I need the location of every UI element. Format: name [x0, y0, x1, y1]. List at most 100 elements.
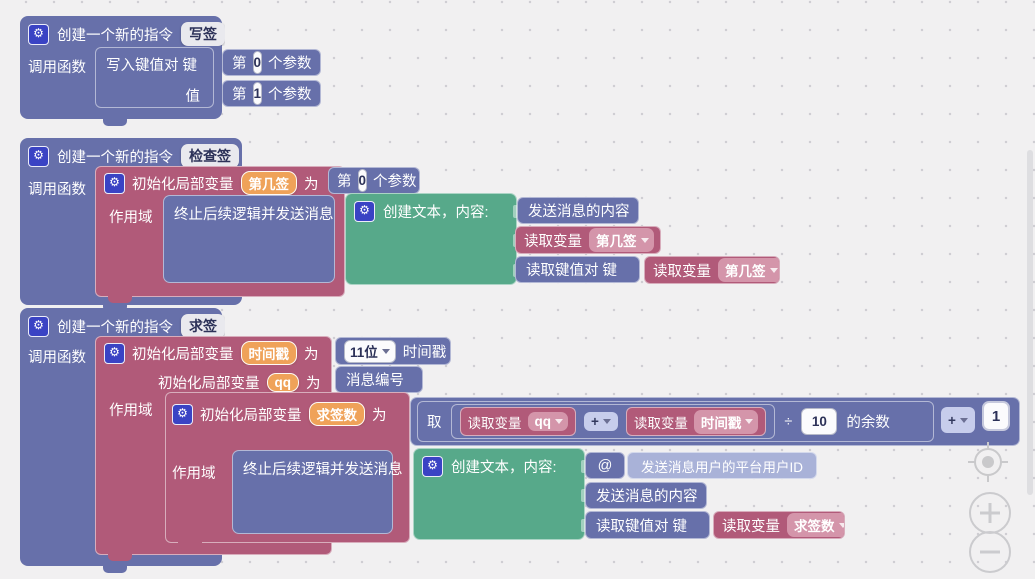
write-kv-key-label: 写入键值对 键 — [106, 58, 198, 74]
block-read-variable[interactable]: 读取变量 qq — [459, 407, 576, 436]
init-var-row-timestamp: ⚙ 初始化局部变量 时间戳 为 — [104, 341, 319, 365]
variable-name-field[interactable]: 求签数 — [308, 402, 365, 426]
chevron-down-icon — [745, 419, 754, 424]
init-local-var-label: 初始化局部变量 — [200, 407, 302, 424]
zoom-reset-button[interactable] — [968, 442, 1008, 482]
block-header: ⚙ 创建一个新的指令 求签 — [28, 314, 225, 338]
zoom-in-button[interactable] — [969, 492, 1011, 534]
gear-icon[interactable]: ⚙ — [104, 342, 125, 364]
create-command-label: 创建一个新的指令 — [57, 27, 173, 44]
gear-icon[interactable]: ⚙ — [354, 201, 375, 222]
message-id-label: 消息编号 — [346, 373, 404, 389]
target-icon — [982, 456, 994, 468]
block-terminate-and-send[interactable]: 终止后续逻辑并发送消息 — [163, 195, 335, 283]
init-var-row-qq: 初始化局部变量 qq 为 — [158, 372, 321, 393]
variable-dropdown[interactable]: 时间戳 — [693, 409, 759, 434]
block-message-content[interactable]: 发送消息的内容 — [517, 197, 639, 224]
block-arithmetic-inner[interactable]: 读取变量 qq + 读取变量 时间戳 — [450, 404, 776, 439]
command-name-field[interactable]: 写签 — [181, 22, 225, 46]
take-label: 取 — [427, 415, 442, 431]
gear-icon[interactable]: ⚙ — [172, 403, 193, 425]
block-header: ⚙ 创建一个新的指令 检查签 — [28, 144, 239, 168]
create-text-label: 创建文本，内容: — [451, 460, 557, 476]
assign-to-label: 为 — [304, 346, 319, 363]
chevron-down-icon — [555, 419, 563, 424]
block-terminate-and-send[interactable]: 终止后续逻辑并发送消息 — [232, 450, 403, 534]
call-function-label: 调用函数 — [28, 350, 86, 366]
block-read-variable[interactable]: 读取变量 求签数 — [713, 511, 845, 539]
block-read-variable[interactable]: 读取变量 第几签 — [644, 256, 780, 284]
init-local-var-label: 初始化局部变量 — [132, 176, 234, 193]
init-var-row-drawcount: ⚙ 初始化局部变量 求签数 为 — [172, 402, 387, 426]
block-read-kv-key[interactable]: 读取键值对 键 — [515, 256, 640, 283]
param-suffix: 个参数 — [268, 56, 312, 72]
value-notch — [581, 460, 586, 473]
chevron-down-icon — [838, 522, 844, 528]
param-index-field[interactable]: 1 — [252, 82, 263, 105]
gear-icon[interactable]: ⚙ — [422, 456, 443, 477]
command-name-field[interactable]: 求签 — [181, 314, 225, 338]
remainder-label: 的余数 — [846, 415, 890, 431]
digits-dropdown[interactable]: 11位 — [344, 339, 396, 363]
block-platform-user-id[interactable]: 发送消息用户的平台用户ID — [627, 452, 817, 479]
value-notch — [513, 205, 518, 218]
variable-name-field[interactable]: 第几签 — [240, 171, 297, 195]
operator-dropdown[interactable]: + — [584, 412, 618, 431]
block-modulo[interactable]: 取 读取变量 qq + 读取变量 时间戳 ÷ 10 的余数 — [417, 401, 934, 442]
at-label: @ — [597, 457, 613, 474]
block-param-0[interactable]: 第 0 个参数 — [222, 49, 321, 76]
message-content-label: 发送消息的内容 — [528, 204, 630, 220]
create-command-label: 创建一个新的指令 — [57, 149, 173, 166]
timestamp-label: 时间戳 — [402, 344, 447, 361]
variable-dropdown[interactable]: 第几签 — [718, 258, 779, 282]
gear-icon[interactable]: ⚙ — [28, 23, 49, 45]
call-function-label: 调用函数 — [28, 60, 86, 76]
param-suffix: 个参数 — [268, 87, 312, 103]
number-field[interactable]: 1 — [982, 401, 1010, 431]
chevron-down-icon — [602, 419, 611, 424]
operator-dropdown[interactable]: + — [941, 407, 975, 433]
variable-dropdown[interactable]: 第几签 — [589, 228, 654, 252]
next-connector-nub — [108, 553, 132, 561]
block-timestamp[interactable]: 11位 时间戳 — [335, 337, 451, 365]
param-prefix: 第 — [232, 56, 247, 72]
variable-dropdown[interactable]: qq — [527, 412, 568, 431]
call-function-label: 调用函数 — [28, 182, 86, 198]
block-param-0[interactable]: 第 0 个参数 — [328, 167, 420, 194]
variable-name-field[interactable]: 时间戳 — [240, 341, 297, 365]
command-name-field[interactable]: 检查签 — [181, 144, 239, 168]
zoom-out-button[interactable] — [969, 531, 1011, 573]
block-message-id[interactable]: 消息编号 — [335, 366, 423, 393]
chevron-down-icon — [769, 267, 778, 273]
gear-icon[interactable]: ⚙ — [28, 145, 49, 167]
vertical-scrollbar[interactable] — [1027, 150, 1033, 495]
chevron-down-icon — [381, 348, 390, 354]
scope-label: 作用域 — [109, 210, 153, 226]
block-write-kv[interactable]: 写入键值对 键 值 — [95, 47, 214, 108]
next-connector-nub — [103, 118, 127, 126]
gear-icon[interactable]: ⚙ — [28, 315, 49, 337]
scope-label: 作用域 — [109, 403, 153, 419]
init-local-var-label: 初始化局部变量 — [158, 376, 260, 392]
block-read-variable[interactable]: 读取变量 时间戳 — [625, 407, 767, 436]
chevron-down-icon — [959, 417, 968, 423]
block-message-content[interactable]: 发送消息的内容 — [585, 482, 707, 509]
create-text-label: 创建文本，内容: — [383, 205, 489, 221]
variable-dropdown[interactable]: 求签数 — [787, 513, 844, 537]
block-read-variable[interactable]: 读取变量 第几签 — [515, 226, 661, 254]
number-field[interactable]: 10 — [801, 408, 838, 435]
param-index-field[interactable]: 0 — [357, 169, 368, 192]
block-param-1[interactable]: 第 1 个参数 — [222, 80, 321, 107]
param-index-field[interactable]: 0 — [252, 51, 263, 74]
block-create-text[interactable]: ⚙ 创建文本，内容: — [413, 448, 586, 540]
init-local-var-label: 初始化局部变量 — [132, 346, 234, 363]
block-read-kv-key[interactable]: 读取键值对 键 — [585, 511, 710, 539]
block-at-mention[interactable]: @ — [585, 452, 625, 479]
value-label: 值 — [185, 89, 201, 105]
block-create-text[interactable]: ⚙ 创建文本，内容: — [345, 193, 518, 285]
block-header: ⚙ 创建一个新的指令 写签 — [28, 22, 225, 46]
message-content-label: 发送消息的内容 — [596, 489, 698, 505]
gear-icon[interactable]: ⚙ — [104, 172, 125, 194]
variable-name-field[interactable]: qq — [266, 373, 299, 392]
